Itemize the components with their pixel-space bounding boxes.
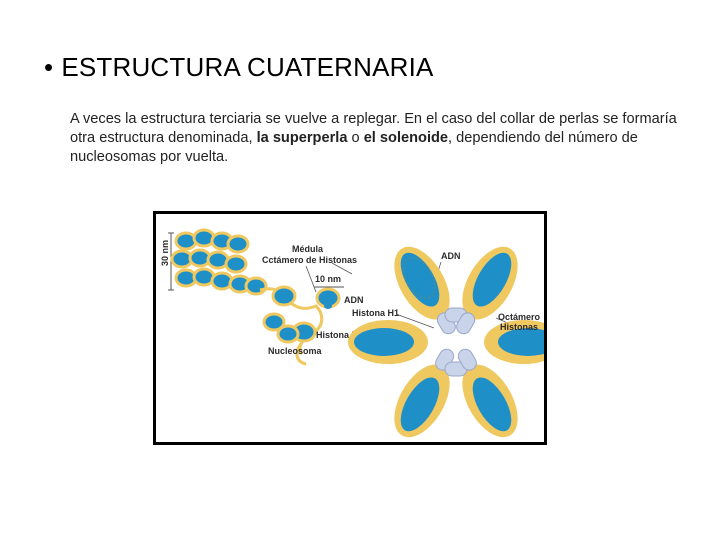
label-octamero-left: Cctámero de Histonas <box>262 255 357 265</box>
solenoid-rosette <box>348 237 544 442</box>
para-bold-superperla: la superperla <box>257 130 348 146</box>
nucleosome <box>273 287 295 305</box>
title-text: ESTRUCTURA CUATERNARIA <box>61 52 433 82</box>
nucleosome <box>246 278 266 294</box>
solenoid-fiber-cluster <box>172 230 266 294</box>
histone-h1-ring <box>433 308 479 376</box>
title-bullet: • <box>44 52 53 82</box>
label-adn-left: ADN <box>344 295 364 305</box>
label-10nm: 10 nm <box>315 274 341 284</box>
para-part2: o <box>347 130 363 146</box>
chromatin-figure: 30 nm Médula Cctámero <box>153 211 547 445</box>
slide-title: • ESTRUCTURA CUATERNARIA <box>44 52 434 83</box>
label-histona-h1-a: Histona H1 <box>352 308 399 318</box>
nucleosome <box>264 314 284 330</box>
para-bold-solenoide: el solenoide <box>364 130 448 146</box>
nucleosome-detail <box>324 303 332 309</box>
label-octamero-right-2: Histonas <box>500 322 538 332</box>
label-nucleosoma: Nucleosoma <box>268 346 323 356</box>
histone-petal <box>354 328 414 356</box>
nucleosome <box>226 256 246 272</box>
label-adn-right: ADN <box>441 251 461 261</box>
nucleosome <box>228 236 248 252</box>
chromatin-illustration: 30 nm Médula Cctámero <box>156 214 544 442</box>
scale-30nm-label: 30 nm <box>160 240 170 266</box>
body-paragraph: A veces la estructura terciaria se vuelv… <box>70 110 690 167</box>
label-medula: Médula <box>292 244 324 254</box>
label-octamero-right-1: Octámero <box>498 312 541 322</box>
